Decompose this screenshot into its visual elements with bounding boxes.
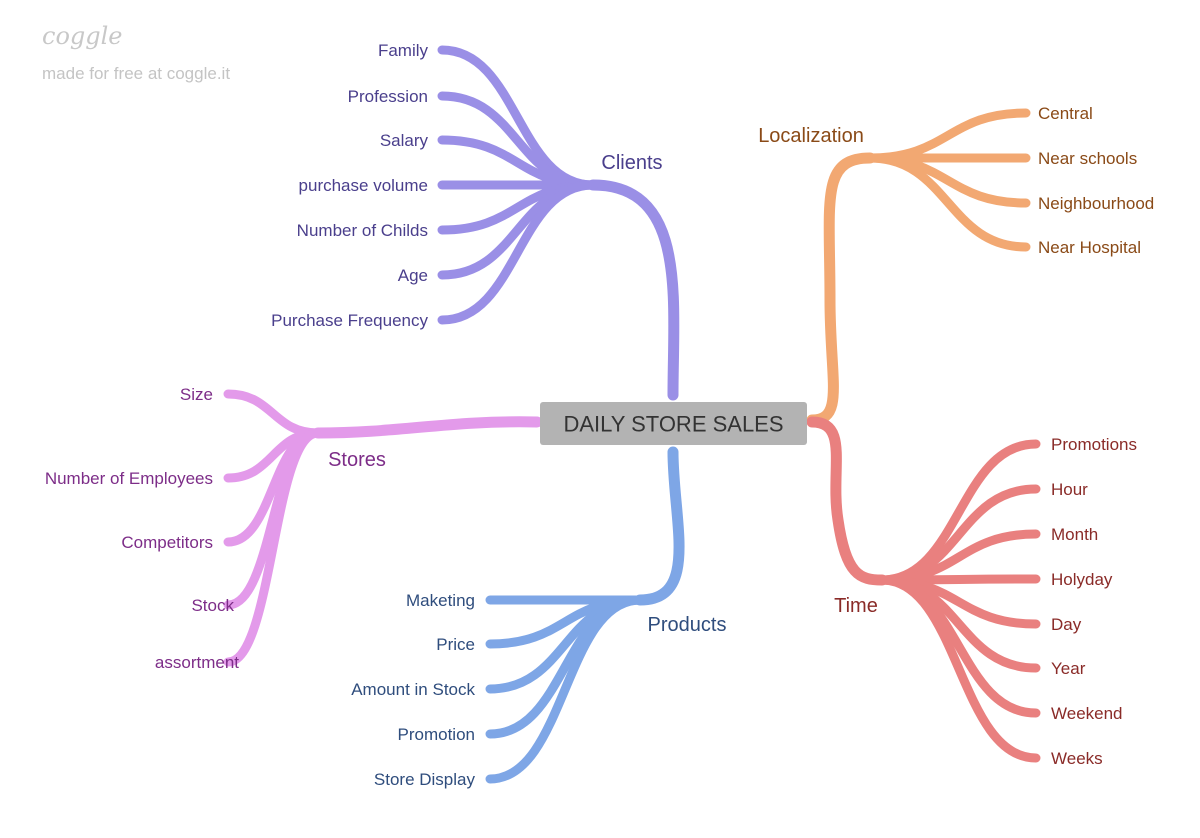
- clients-child-number-of-childs[interactable]: Number of Childs: [297, 221, 428, 240]
- time-trunk-link: [806, 416, 888, 586]
- products-child-price[interactable]: Price: [436, 635, 475, 654]
- time-child-promotions[interactable]: Promotions: [1051, 435, 1137, 454]
- clients-child-salary[interactable]: Salary: [380, 131, 429, 150]
- time-link-weeks: [877, 575, 1041, 763]
- time-hub-dot: [877, 575, 887, 585]
- localization-hub-dot: [865, 153, 875, 163]
- stores-trunk-link: [312, 416, 543, 439]
- clients-link-purchase-frequency: [437, 180, 598, 325]
- time-child-year[interactable]: Year: [1051, 659, 1086, 678]
- stores-child-assortment[interactable]: assortment: [155, 653, 239, 672]
- time-child-holyday[interactable]: Holyday: [1051, 570, 1113, 589]
- products-child-promotion[interactable]: Promotion: [398, 725, 475, 744]
- root-node-box: [540, 402, 807, 445]
- time-child-weeks[interactable]: Weeks: [1051, 749, 1103, 768]
- localization-link-near-hospital: [865, 153, 1031, 252]
- stores-link-assortment: [223, 428, 323, 667]
- localization-trunk-link: [806, 152, 876, 426]
- products-child-maketing[interactable]: Maketing: [406, 591, 475, 610]
- stores-child-stock[interactable]: Stock: [191, 596, 234, 615]
- time-child-weekend[interactable]: Weekend: [1051, 704, 1123, 723]
- time-child-month[interactable]: Month: [1051, 525, 1098, 544]
- localization-child-neighbourhood[interactable]: Neighbourhood: [1038, 194, 1154, 213]
- time-child-day[interactable]: Day: [1051, 615, 1082, 634]
- stores-child-size[interactable]: Size: [180, 385, 213, 404]
- products-branch-label[interactable]: Products: [648, 614, 727, 636]
- root-node[interactable]: DAILY STORE SALES: [540, 402, 807, 445]
- clients-child-profession[interactable]: Profession: [348, 87, 428, 106]
- products-child-store-display[interactable]: Store Display: [374, 770, 476, 789]
- clients-child-purchase-frequency[interactable]: Purchase Frequency: [271, 311, 428, 330]
- time-branch-label[interactable]: Time: [834, 595, 878, 617]
- mind-map-links: [223, 45, 1041, 784]
- coggle-tagline: made for free at coggle.it: [42, 64, 231, 83]
- localization-child-central[interactable]: Central: [1038, 104, 1093, 123]
- stores-hub-dot: [313, 428, 323, 438]
- products-child-amount-in-stock[interactable]: Amount in Stock: [351, 680, 475, 699]
- clients-hub-dot: [588, 180, 598, 190]
- clients-child-purchase-volume[interactable]: purchase volume: [299, 176, 428, 195]
- clients-child-family[interactable]: Family: [378, 41, 429, 60]
- localization-child-near-schools[interactable]: Near schools: [1038, 149, 1137, 168]
- coggle-logo: coggle: [42, 22, 123, 50]
- stores-child-competitors[interactable]: Competitors: [121, 533, 213, 552]
- clients-child-age[interactable]: Age: [398, 266, 428, 285]
- root-node-label: DAILY STORE SALES: [563, 412, 783, 437]
- clients-trunk-link: [587, 179, 680, 401]
- products-hub-dot: [635, 595, 645, 605]
- clients-branch-label[interactable]: Clients: [601, 152, 662, 174]
- stores-link-size: [223, 389, 323, 438]
- localization-child-near-hospital[interactable]: Near Hospital: [1038, 238, 1141, 257]
- localization-branch-label[interactable]: Localization: [758, 125, 864, 147]
- time-child-hour[interactable]: Hour: [1051, 480, 1088, 499]
- localization-link-central: [865, 108, 1031, 163]
- stores-child-number-of-employees[interactable]: Number of Employees: [45, 469, 213, 488]
- products-trunk-link: [634, 446, 685, 606]
- stores-branch-label[interactable]: Stores: [328, 449, 386, 471]
- products-link-store-display: [485, 595, 645, 784]
